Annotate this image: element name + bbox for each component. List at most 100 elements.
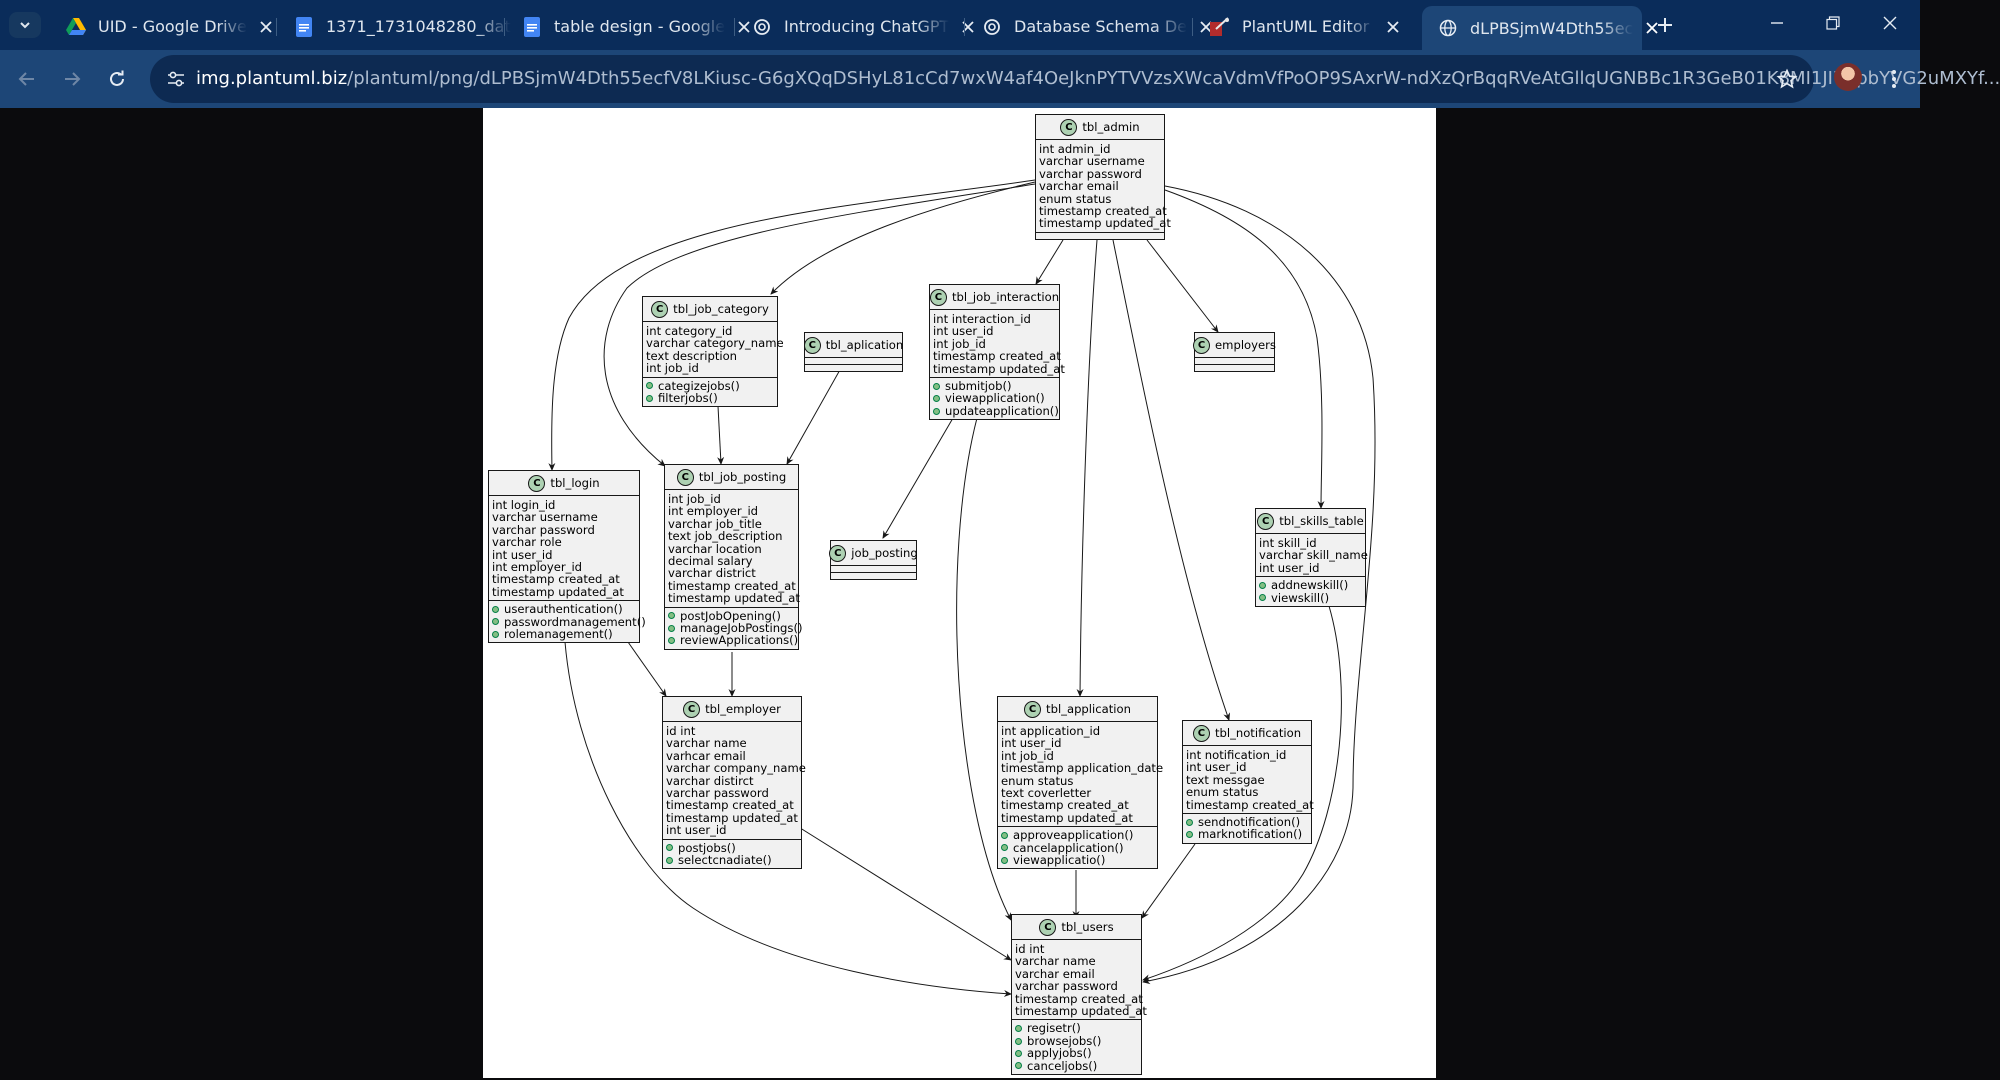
reload-button[interactable] (101, 63, 133, 95)
tab-google-drive[interactable]: UID - Google Drive (50, 9, 272, 44)
field: varchar name (1015, 954, 1096, 969)
minimize-button[interactable] (1749, 0, 1805, 46)
public-method-icon (1001, 856, 1008, 864)
tab-plantuml-editor[interactable]: PlantUML Editor (1194, 9, 1414, 44)
tab-table-design[interactable]: table design - Google (506, 9, 750, 44)
forward-button[interactable] (56, 63, 88, 95)
public-method-icon (933, 382, 940, 390)
class-methods: addnewskill() viewskill() (1256, 577, 1365, 606)
url-host: img.plantuml.biz (196, 68, 348, 89)
method: rolemanagement() (492, 628, 636, 640)
close-tab-icon[interactable] (253, 14, 279, 40)
site-info-button[interactable] (160, 63, 192, 95)
field: varchar skill_name (1259, 548, 1368, 563)
tab-database-schema[interactable]: Database Schema De (966, 9, 1212, 44)
field: timestamp created_at (492, 572, 620, 587)
openai-icon (752, 17, 772, 37)
field: timestamp created_at (1001, 798, 1129, 813)
tab-plantuml-image[interactable]: dLPBSjmW4Dth55ec (1422, 6, 1658, 50)
class-fields-empty (1195, 358, 1274, 365)
field: text description (646, 348, 738, 363)
browser-toolbar: img.plantuml.biz/plantuml/png/dLPBSjmW4D… (0, 50, 2000, 108)
class-methods: categizejobs() filterjobs() (643, 378, 777, 407)
public-method-icon (1001, 844, 1008, 852)
method: filterjobs() (646, 392, 774, 404)
address-bar[interactable]: img.plantuml.biz/plantuml/png/dLPBSjmW4D… (150, 55, 2000, 103)
field: timestamp created_at (666, 798, 794, 813)
edge-login-employer (627, 641, 667, 697)
openai-icon (982, 17, 1002, 37)
field: int login_id (492, 498, 556, 512)
field: varchar location (668, 541, 762, 556)
back-button[interactable] (11, 63, 43, 95)
edge-admin-job-posting (603, 183, 1036, 467)
class-c-icon: C (929, 288, 947, 306)
field: timestamp created_at (668, 578, 796, 593)
class-methods: userauthentication() passwordmanagement(… (489, 601, 646, 642)
field: timestamp created_at (933, 349, 1061, 364)
restore-button[interactable] (1805, 0, 1861, 46)
close-window-button[interactable] (1862, 0, 1918, 46)
method: viewapplicatio() (1001, 854, 1154, 866)
class-fields: int login_id varchar username varchar pa… (489, 496, 639, 602)
field: varchar district (668, 566, 756, 581)
class-fields: int admin_id varchar username varchar pa… (1036, 140, 1171, 233)
class-fields-empty (831, 566, 916, 573)
public-method-icon (666, 844, 673, 852)
close-tab-icon[interactable] (1380, 14, 1406, 40)
class-fields: int notification_id int user_id text mes… (1183, 746, 1314, 815)
field: int job_id (646, 361, 699, 376)
class-c-icon: C (683, 700, 701, 718)
field: int user_id (666, 823, 727, 838)
tab-document-1371[interactable]: 1371_1731048280_dat (278, 9, 536, 44)
close-tab-icon[interactable] (1639, 15, 1665, 41)
url-text[interactable]: img.plantuml.biz/plantuml/png/dLPBSjmW4D… (196, 55, 2000, 103)
close-tab-icon[interactable] (731, 14, 757, 40)
close-tab-icon[interactable] (1193, 14, 1219, 40)
edge-skills-users (1142, 605, 1342, 982)
public-method-icon (1015, 1062, 1022, 1070)
class-methods-empty (1036, 233, 1164, 239)
class-fields-empty (805, 358, 902, 365)
tab-search-button[interactable] (9, 12, 41, 38)
field: varchar company_name (666, 761, 806, 776)
profile-avatar[interactable] (1834, 63, 1862, 91)
field: varchar role (492, 535, 562, 550)
field: varchar email (1015, 966, 1095, 981)
field: text job_description (668, 529, 783, 544)
chevron-down-icon (20, 22, 30, 29)
browser-menu-button[interactable] (1880, 63, 1908, 95)
tab-introducing-chatgpt[interactable]: Introducing ChatGPT (736, 9, 974, 44)
field: int user_id (1259, 560, 1320, 575)
class-methods-empty (805, 365, 902, 371)
class-name: tbl_admin (1082, 119, 1140, 134)
public-method-icon (1001, 831, 1008, 839)
class-name: tbl_notification (1214, 725, 1302, 740)
public-method-icon (492, 605, 499, 613)
bookmark-button[interactable] (1772, 64, 1802, 94)
public-method-icon (666, 856, 673, 864)
new-tab-button[interactable] (1650, 10, 1680, 40)
method: regisetr() (1015, 1022, 1138, 1035)
public-method-icon (668, 637, 675, 645)
tab-title: Database Schema De (1014, 17, 1188, 36)
star-icon (1776, 68, 1798, 89)
